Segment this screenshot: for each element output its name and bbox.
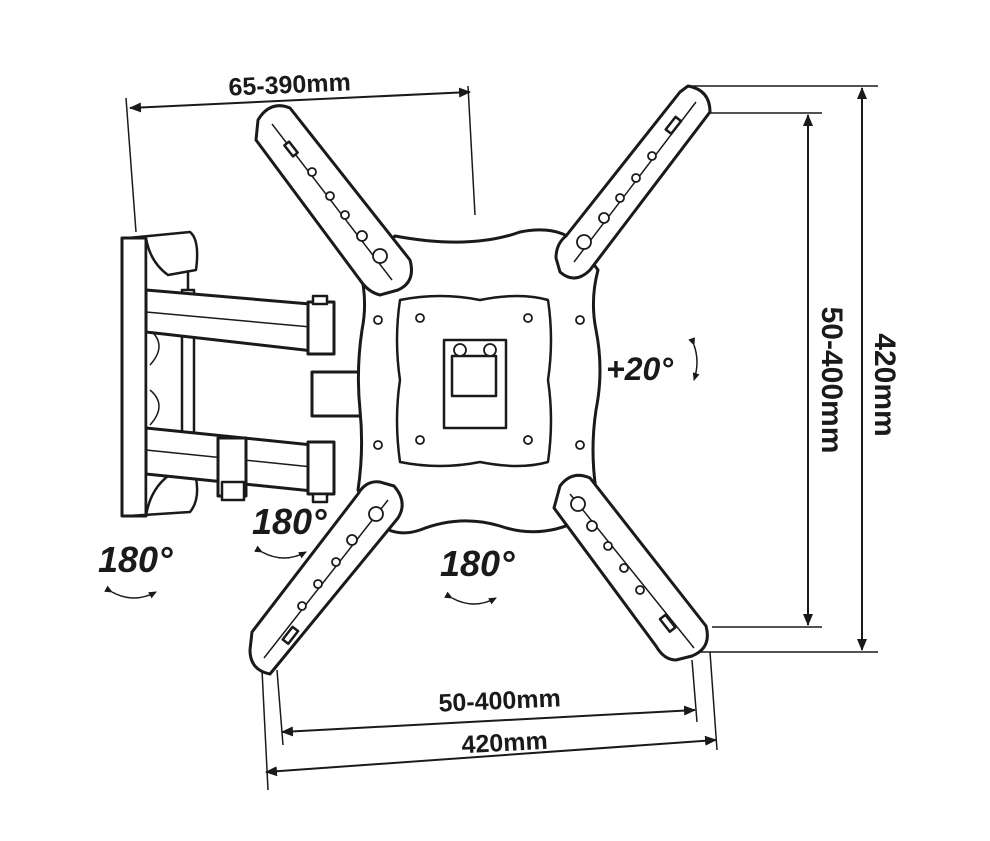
bracket-top-left bbox=[254, 104, 413, 297]
label-tilt: +20° bbox=[606, 351, 673, 387]
label-arm-extension: 65-390mm bbox=[228, 68, 351, 101]
dimension-width-overall: 420mm bbox=[261, 651, 718, 791]
dimension-vesa-vertical: 50-400mm bbox=[690, 112, 848, 628]
dimension-arm-extension: 65-390mm bbox=[125, 68, 476, 233]
bracket-bottom-right bbox=[552, 473, 709, 662]
swivel-plate-indicator: 180° bbox=[440, 543, 515, 605]
swivel-arm-indicator: 180° bbox=[252, 501, 327, 559]
label-swivel-plate: 180° bbox=[440, 543, 515, 584]
swing-arm bbox=[144, 288, 366, 504]
bracket-top-right bbox=[554, 84, 712, 280]
swivel-wall-indicator: 180° bbox=[98, 539, 173, 599]
label-width-overall: 420mm bbox=[461, 727, 549, 759]
label-swivel-arm: 180° bbox=[252, 501, 327, 542]
dimension-height-overall: 420mm bbox=[690, 85, 901, 653]
bracket-bottom-left bbox=[248, 480, 404, 676]
tilt-indicator: +20° bbox=[606, 337, 700, 387]
dimension-vesa-horizontal: 50-400mm bbox=[276, 659, 698, 746]
label-height-overall: 420mm bbox=[868, 333, 901, 436]
label-vesa-horizontal: 50-400mm bbox=[438, 684, 561, 717]
label-vesa-vertical: 50-400mm bbox=[815, 307, 848, 454]
label-swivel-wall: 180° bbox=[98, 539, 173, 580]
